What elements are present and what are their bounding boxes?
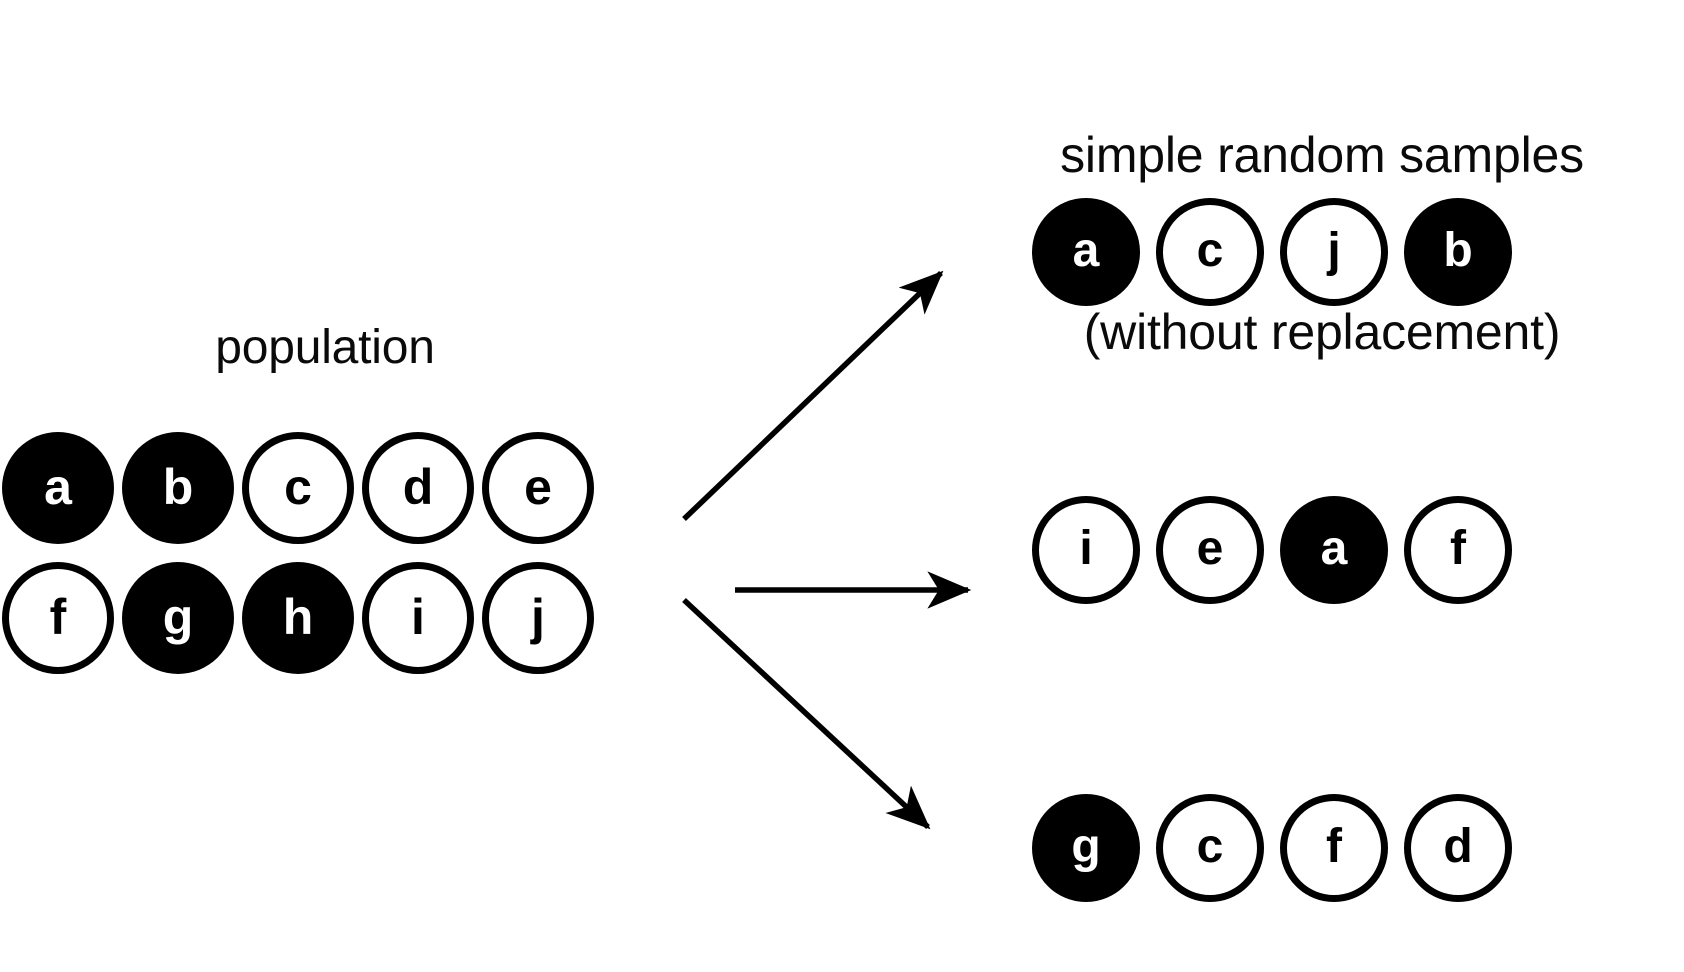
population-circle[interactable]: i xyxy=(362,562,474,674)
sample-circle[interactable]: d xyxy=(1404,794,1512,902)
circle-label: d xyxy=(1443,820,1473,873)
population-circle[interactable]: e xyxy=(482,432,594,544)
circle-label: f xyxy=(1450,522,1466,575)
sample-circle[interactable]: c xyxy=(1156,198,1264,306)
population-circle[interactable]: a xyxy=(2,432,114,544)
population-circle[interactable]: c xyxy=(242,432,354,544)
circle-label: e xyxy=(1196,522,1224,575)
circle-label: c xyxy=(1196,224,1224,277)
circle-label: i xyxy=(411,589,425,645)
sample-circle[interactable]: j xyxy=(1280,198,1388,306)
population-label: population xyxy=(215,321,435,374)
samples-title: simple random samples (without replaceme… xyxy=(960,8,1684,480)
sample-circle[interactable]: b xyxy=(1404,198,1512,306)
sample-circle[interactable]: a xyxy=(1280,496,1388,604)
circle-label: j xyxy=(531,589,545,645)
arrow-to-sample-1 xyxy=(682,270,944,521)
circle-label: f xyxy=(1326,820,1342,873)
circle-label: e xyxy=(524,459,552,515)
circle-label: f xyxy=(49,589,67,645)
circle-label: g xyxy=(1071,820,1101,873)
population-circle[interactable]: b xyxy=(122,432,234,544)
population-circle[interactable]: d xyxy=(362,432,474,544)
sample-circle[interactable]: g xyxy=(1032,794,1140,902)
population-circle[interactable]: g xyxy=(122,562,234,674)
samples-title-line-1: simple random samples xyxy=(1060,127,1584,183)
sample-circle[interactable]: f xyxy=(1404,496,1512,604)
sample-circle[interactable]: e xyxy=(1156,496,1264,604)
circle-label: a xyxy=(44,459,72,515)
circle-label: a xyxy=(1072,224,1100,277)
circle-label: a xyxy=(1320,522,1348,575)
population-circle[interactable]: j xyxy=(482,562,594,674)
circle-label: j xyxy=(1327,224,1341,277)
circle-label: h xyxy=(282,589,314,645)
circle-label: b xyxy=(1443,224,1473,277)
circle-label: i xyxy=(1079,522,1093,575)
circle-label: c xyxy=(284,459,312,515)
arrow-to-sample-3 xyxy=(682,597,931,830)
circle-label: c xyxy=(1196,820,1224,873)
population-circle[interactable]: h xyxy=(242,562,354,674)
sample-circle[interactable]: a xyxy=(1032,198,1140,306)
circle-label: g xyxy=(162,589,194,645)
population-circle[interactable]: f xyxy=(2,562,114,674)
circle-label: b xyxy=(162,459,194,515)
sample-circle[interactable]: i xyxy=(1032,496,1140,604)
sample-circle[interactable]: f xyxy=(1280,794,1388,902)
samples-title-line-2: (without replacement) xyxy=(1083,304,1561,360)
circle-label: d xyxy=(402,459,434,515)
sample-circle[interactable]: c xyxy=(1156,794,1264,902)
